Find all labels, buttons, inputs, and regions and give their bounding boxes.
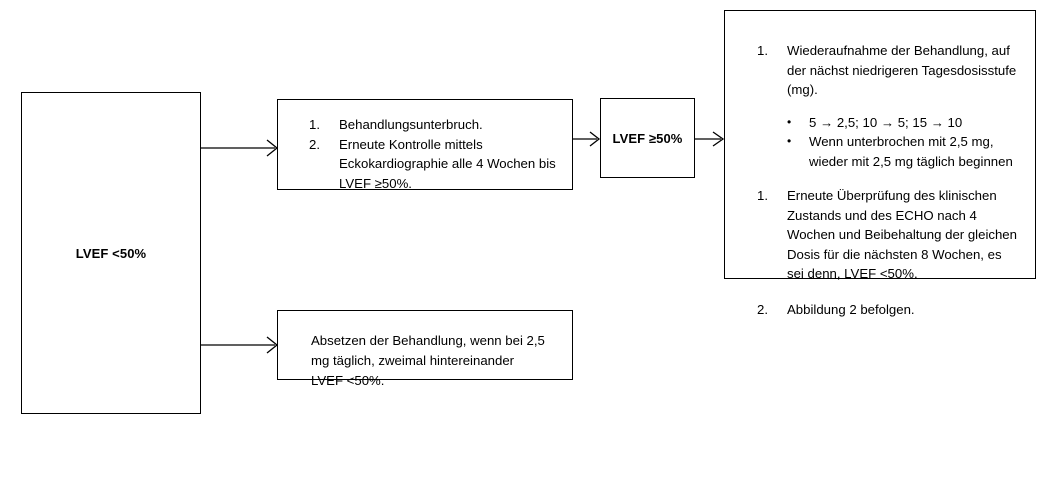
list-item: 2. Abbildung 2 befolgen. bbox=[757, 300, 1019, 320]
node-stop-treatment[interactable]: Absetzen der Behandlung, wenn bei 2,5 mg… bbox=[277, 310, 573, 388]
list-marker: 1. bbox=[757, 188, 768, 203]
connector-interruption-to-ok bbox=[573, 131, 601, 147]
list-text: Erneute Überprüfung des klinischen Zusta… bbox=[787, 188, 1017, 281]
list-marker: 2. bbox=[757, 301, 768, 317]
list-item: • Wenn unterbrochen mit 2,5 mg, wieder m… bbox=[757, 132, 1019, 171]
node-lvef-ok[interactable]: LVEF ≥50% bbox=[600, 98, 695, 178]
connector-low-to-interruption bbox=[201, 139, 279, 157]
list-text: Abbildung 2 befolgen. bbox=[787, 301, 915, 317]
node-treatment-interruption[interactable]: 1. Behandlungsunterbruch. 2. Erneute Kon… bbox=[277, 99, 573, 193]
list-marker: • bbox=[787, 134, 792, 148]
list-item: • 5 → 2,5; 10 → 5; 15 → 10 bbox=[757, 113, 1019, 133]
list-text: 5 → 2,5; 10 → 5; 15 → 10 bbox=[809, 114, 963, 130]
resume-list: 1. Wiederaufnahme der Behandlung, auf de… bbox=[725, 11, 1035, 319]
list-marker: • bbox=[787, 114, 792, 129]
interruption-list: 1. Behandlungsunterbruch. 2. Erneute Kon… bbox=[278, 100, 572, 193]
node-resume-treatment[interactable]: 1. Wiederaufnahme der Behandlung, auf de… bbox=[724, 10, 1036, 317]
list-text: Wiederaufnahme der Behandlung, auf der n… bbox=[787, 43, 1017, 97]
connector-low-to-stop bbox=[201, 336, 279, 354]
list-text: Behandlungsunterbruch. bbox=[339, 117, 483, 132]
list-text: Erneute Kontrolle mittels Eckokardiograp… bbox=[339, 136, 556, 191]
list-marker: 1. bbox=[309, 117, 320, 132]
node-lvef-low-label: LVEF <50% bbox=[75, 245, 147, 261]
list-text: Wenn unterbrochen mit 2,5 mg, wieder mit… bbox=[809, 134, 1013, 169]
stop-treatment-text: Absetzen der Behandlung, wenn bei 2,5 mg… bbox=[311, 333, 545, 388]
connector-ok-to-resume bbox=[695, 131, 725, 147]
list-item: 1. Behandlungsunterbruch. bbox=[309, 115, 558, 135]
list-marker: 2. bbox=[309, 136, 320, 152]
node-lvef-ok-label: LVEF ≥50% bbox=[612, 130, 683, 146]
node-lvef-low[interactable]: LVEF <50% bbox=[21, 92, 201, 414]
list-item: 2. Erneute Kontrolle mittels Eckokardiog… bbox=[309, 135, 558, 194]
list-item: 1. Erneute Überprüfung des klinischen Zu… bbox=[757, 186, 1019, 284]
list-marker: 1. bbox=[757, 43, 768, 58]
list-item: 1. Wiederaufnahme der Behandlung, auf de… bbox=[757, 41, 1019, 100]
